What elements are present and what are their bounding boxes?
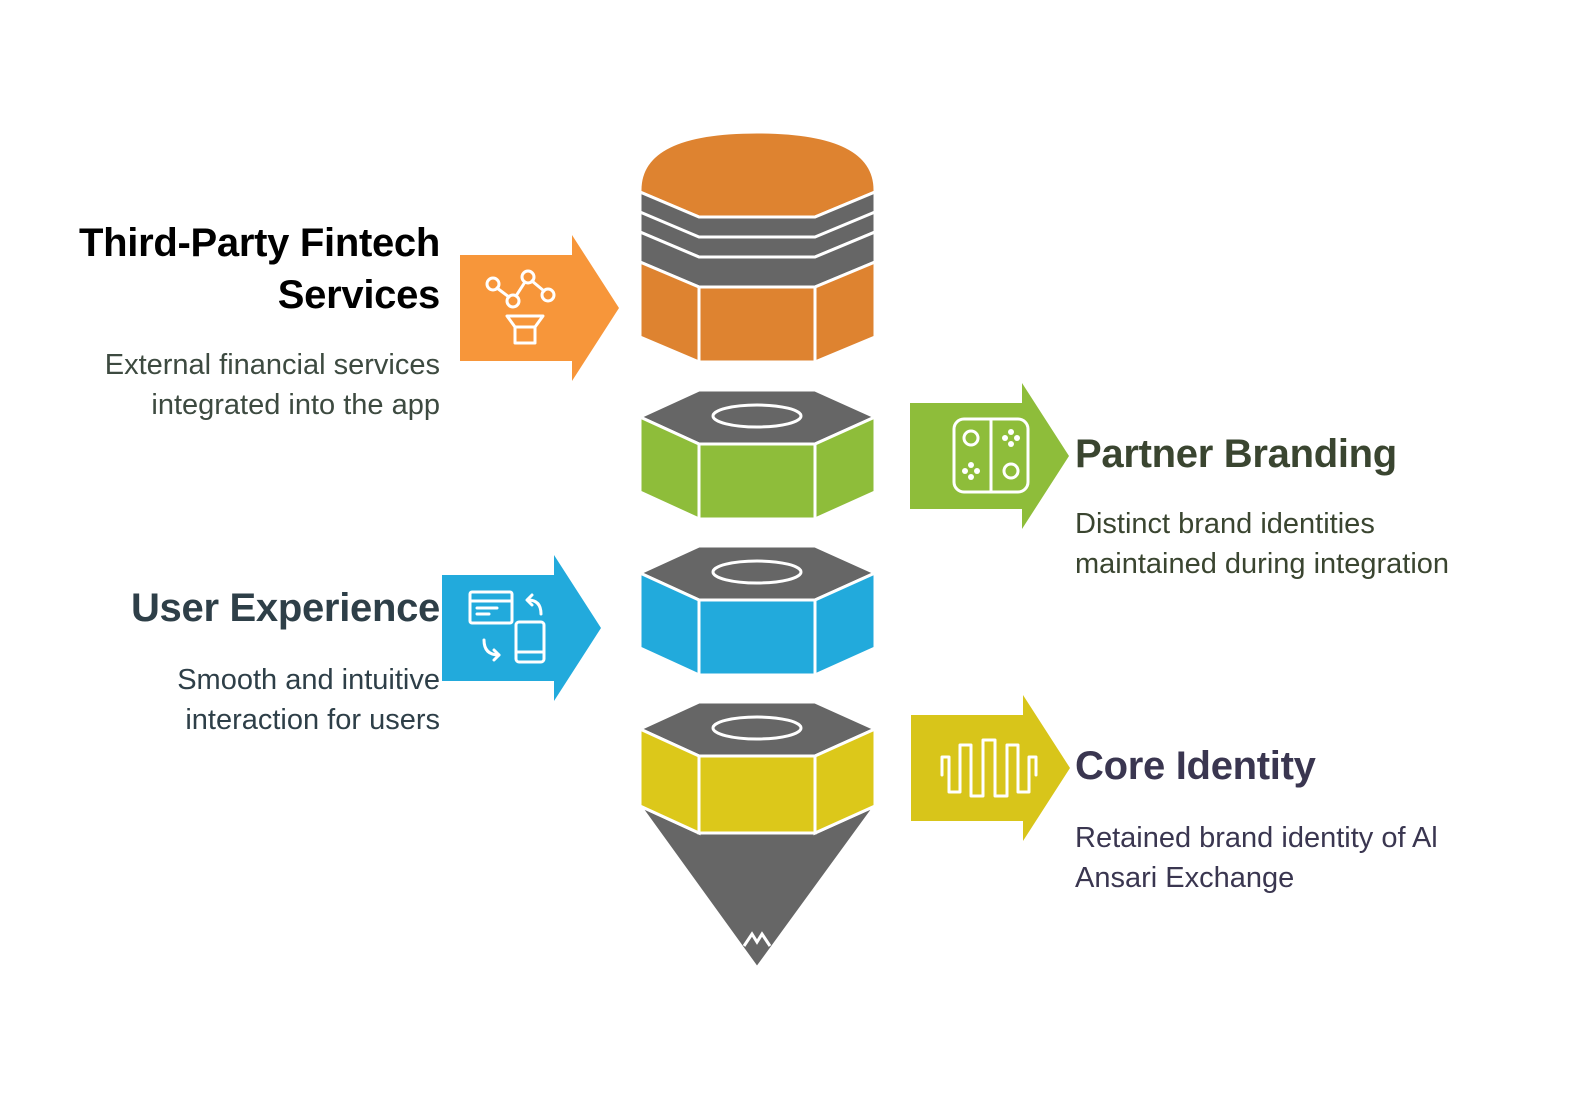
hex-segment-yellow <box>635 700 880 971</box>
hex-hole <box>711 403 803 429</box>
cap-dome <box>638 130 877 219</box>
item-title: User Experience <box>130 586 440 630</box>
label-user-experience: User Experience Smooth and intuitive int… <box>130 586 440 736</box>
hex-side-right <box>813 726 877 836</box>
label-third-party: Third-Party Fintech Services External fi… <box>79 221 440 421</box>
hex-segment-green <box>636 388 879 522</box>
hex-hole <box>711 715 803 741</box>
item-description: Distinct brand identities maintained dur… <box>1075 508 1450 580</box>
square-wave-icon <box>940 738 1038 798</box>
item-title: Third-Party Fintech Services <box>79 221 440 317</box>
cap-segment <box>638 130 877 365</box>
item-title: Partner Branding <box>1075 432 1397 476</box>
item-description: Retained brand identity of Al Ansari Exc… <box>1075 822 1438 894</box>
hex-side-right <box>813 570 877 678</box>
cap-band-line <box>639 210 876 239</box>
chart-funnel-icon <box>485 269 556 345</box>
hex-hole <box>711 559 803 585</box>
label-core-identity: Core Identity Retained brand identity of… <box>1075 744 1438 894</box>
item-title: Core Identity <box>1075 744 1316 788</box>
hex-side-front <box>697 442 817 521</box>
item-description: External financial services integrated i… <box>104 349 440 421</box>
hex-segment-blue <box>636 544 879 678</box>
devices-sync-icon <box>468 590 546 664</box>
game-controller-icon <box>952 417 1030 494</box>
hex-side-front <box>697 754 817 835</box>
label-partner-branding: Partner Branding Distinct brand identiti… <box>1075 432 1450 580</box>
arrow-user-experience <box>442 555 601 701</box>
cap-side-front <box>697 285 817 364</box>
hex-side-front <box>697 598 817 677</box>
pencil-tip-notch <box>742 931 772 947</box>
item-description: Smooth and intuitive interaction for use… <box>177 664 440 736</box>
arrow-core-identity <box>911 695 1070 841</box>
cap-side-right <box>813 259 877 365</box>
arrow-third-party <box>460 235 619 381</box>
hex-side-right <box>813 414 877 522</box>
